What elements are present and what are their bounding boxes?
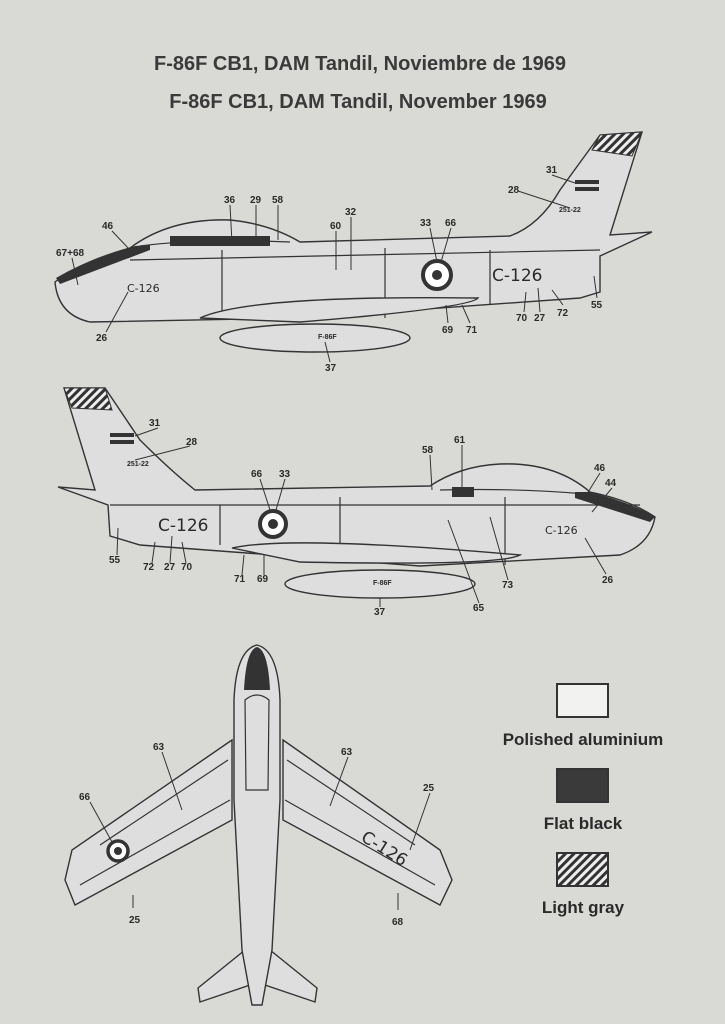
tank-marking: F-86F [373,580,392,587]
title-spanish: F-86F CB1, DAM Tandil, Noviembre de 1969 [154,53,566,75]
callout: 58 [272,195,284,206]
callout: 68 [392,917,404,928]
callout: 28 [186,437,198,448]
callout: 31 [149,418,161,429]
callout: 37 [325,363,337,374]
callout: 46 [594,463,606,474]
callout: 33 [279,469,291,480]
color-legend: Polished aluminium Flat black Light gray [503,683,664,917]
registration-small: C-126 [127,282,160,295]
callout: 69 [442,325,454,336]
callout: 72 [557,308,569,319]
callout: 61 [454,435,466,446]
callout: 55 [109,555,121,566]
legend-swatch-polished-aluminium [556,683,609,718]
underside-view: C-126 [64,644,453,1006]
callout: 60 [330,221,342,232]
drop-tank [219,323,411,353]
callout: 71 [234,574,246,585]
callout: 36 [224,195,236,206]
registration-large: C-126 [158,516,208,536]
callout: 26 [96,333,108,344]
callout: 69 [257,574,269,585]
callout: 44 [605,478,617,489]
right-profile-view: C-126 C-126 251-22 F-86F [57,387,656,599]
callout: 26 [602,575,614,586]
callout: 63 [341,747,353,758]
callout: 65 [473,603,485,614]
callout: 46 [102,221,114,232]
callout: 66 [445,218,457,229]
callout: 25 [423,783,435,794]
left-profile-view: C-126 C-126 251-22 F-86F [54,131,653,353]
serial-number: 251-22 [559,207,581,214]
registration-large: C-126 [492,266,542,286]
title-english: F-86F CB1, DAM Tandil, November 1969 [169,91,547,113]
underside-callouts: 63 63 66 25 25 68 [79,742,435,928]
callout: 31 [546,165,558,176]
callout: 70 [516,313,528,324]
callout: 55 [591,300,603,311]
callout: 25 [129,915,141,926]
callout: 71 [466,325,478,336]
callout: 32 [345,207,357,218]
tank-marking: F-86F [318,334,337,341]
registration-small: C-126 [545,524,578,537]
callout: 63 [153,742,165,753]
callout: 72 [143,562,155,573]
legend-label: Light gray [542,898,625,917]
callout: 66 [79,792,91,803]
callout: 28 [508,185,520,196]
callout: 33 [420,218,432,229]
callout: 37 [374,607,386,618]
callout: 67+68 [56,248,85,259]
callout: 66 [251,469,263,480]
right-profile-callouts: 31 28 66 33 58 61 46 44 55 72 27 70 71 6… [109,418,617,618]
callout: 29 [250,195,262,206]
legend-label: Flat black [544,814,623,833]
callout: 27 [164,562,176,573]
serial-number: 251-22 [127,461,149,468]
legend-swatch-flat-black [556,768,609,803]
left-profile-callouts: 36 29 58 46 67+68 32 60 33 66 31 28 26 3… [56,165,603,374]
callout: 70 [181,562,193,573]
legend-label: Polished aluminium [503,730,664,749]
callout: 27 [534,313,546,324]
callout: 58 [422,445,434,456]
legend-swatch-light-gray [556,852,609,887]
callout: 73 [502,580,514,591]
